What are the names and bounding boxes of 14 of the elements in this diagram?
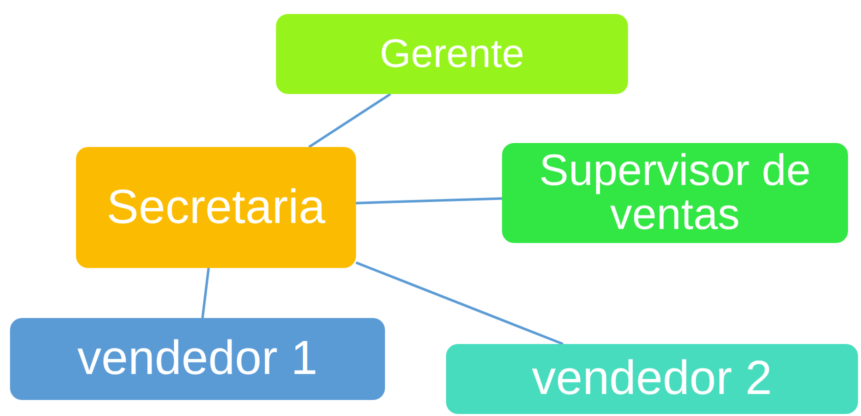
connector-line: [356, 197, 502, 204]
process-box: [502, 143, 848, 243]
node-label: Secretaria: [106, 184, 326, 232]
process-box: [10, 318, 385, 400]
connector-line: [308, 92, 392, 148]
node-label: Supervisor de ventas: [538, 149, 812, 237]
process-box: [76, 147, 356, 268]
connector-line: [356, 261, 564, 346]
node-label: vendedor 2: [532, 355, 772, 403]
node-label: vendedor 1: [77, 335, 318, 383]
process-box: [276, 14, 628, 94]
connector-line: [201, 268, 210, 318]
node-label: Gerente: [380, 34, 524, 74]
process-box: [446, 344, 858, 414]
